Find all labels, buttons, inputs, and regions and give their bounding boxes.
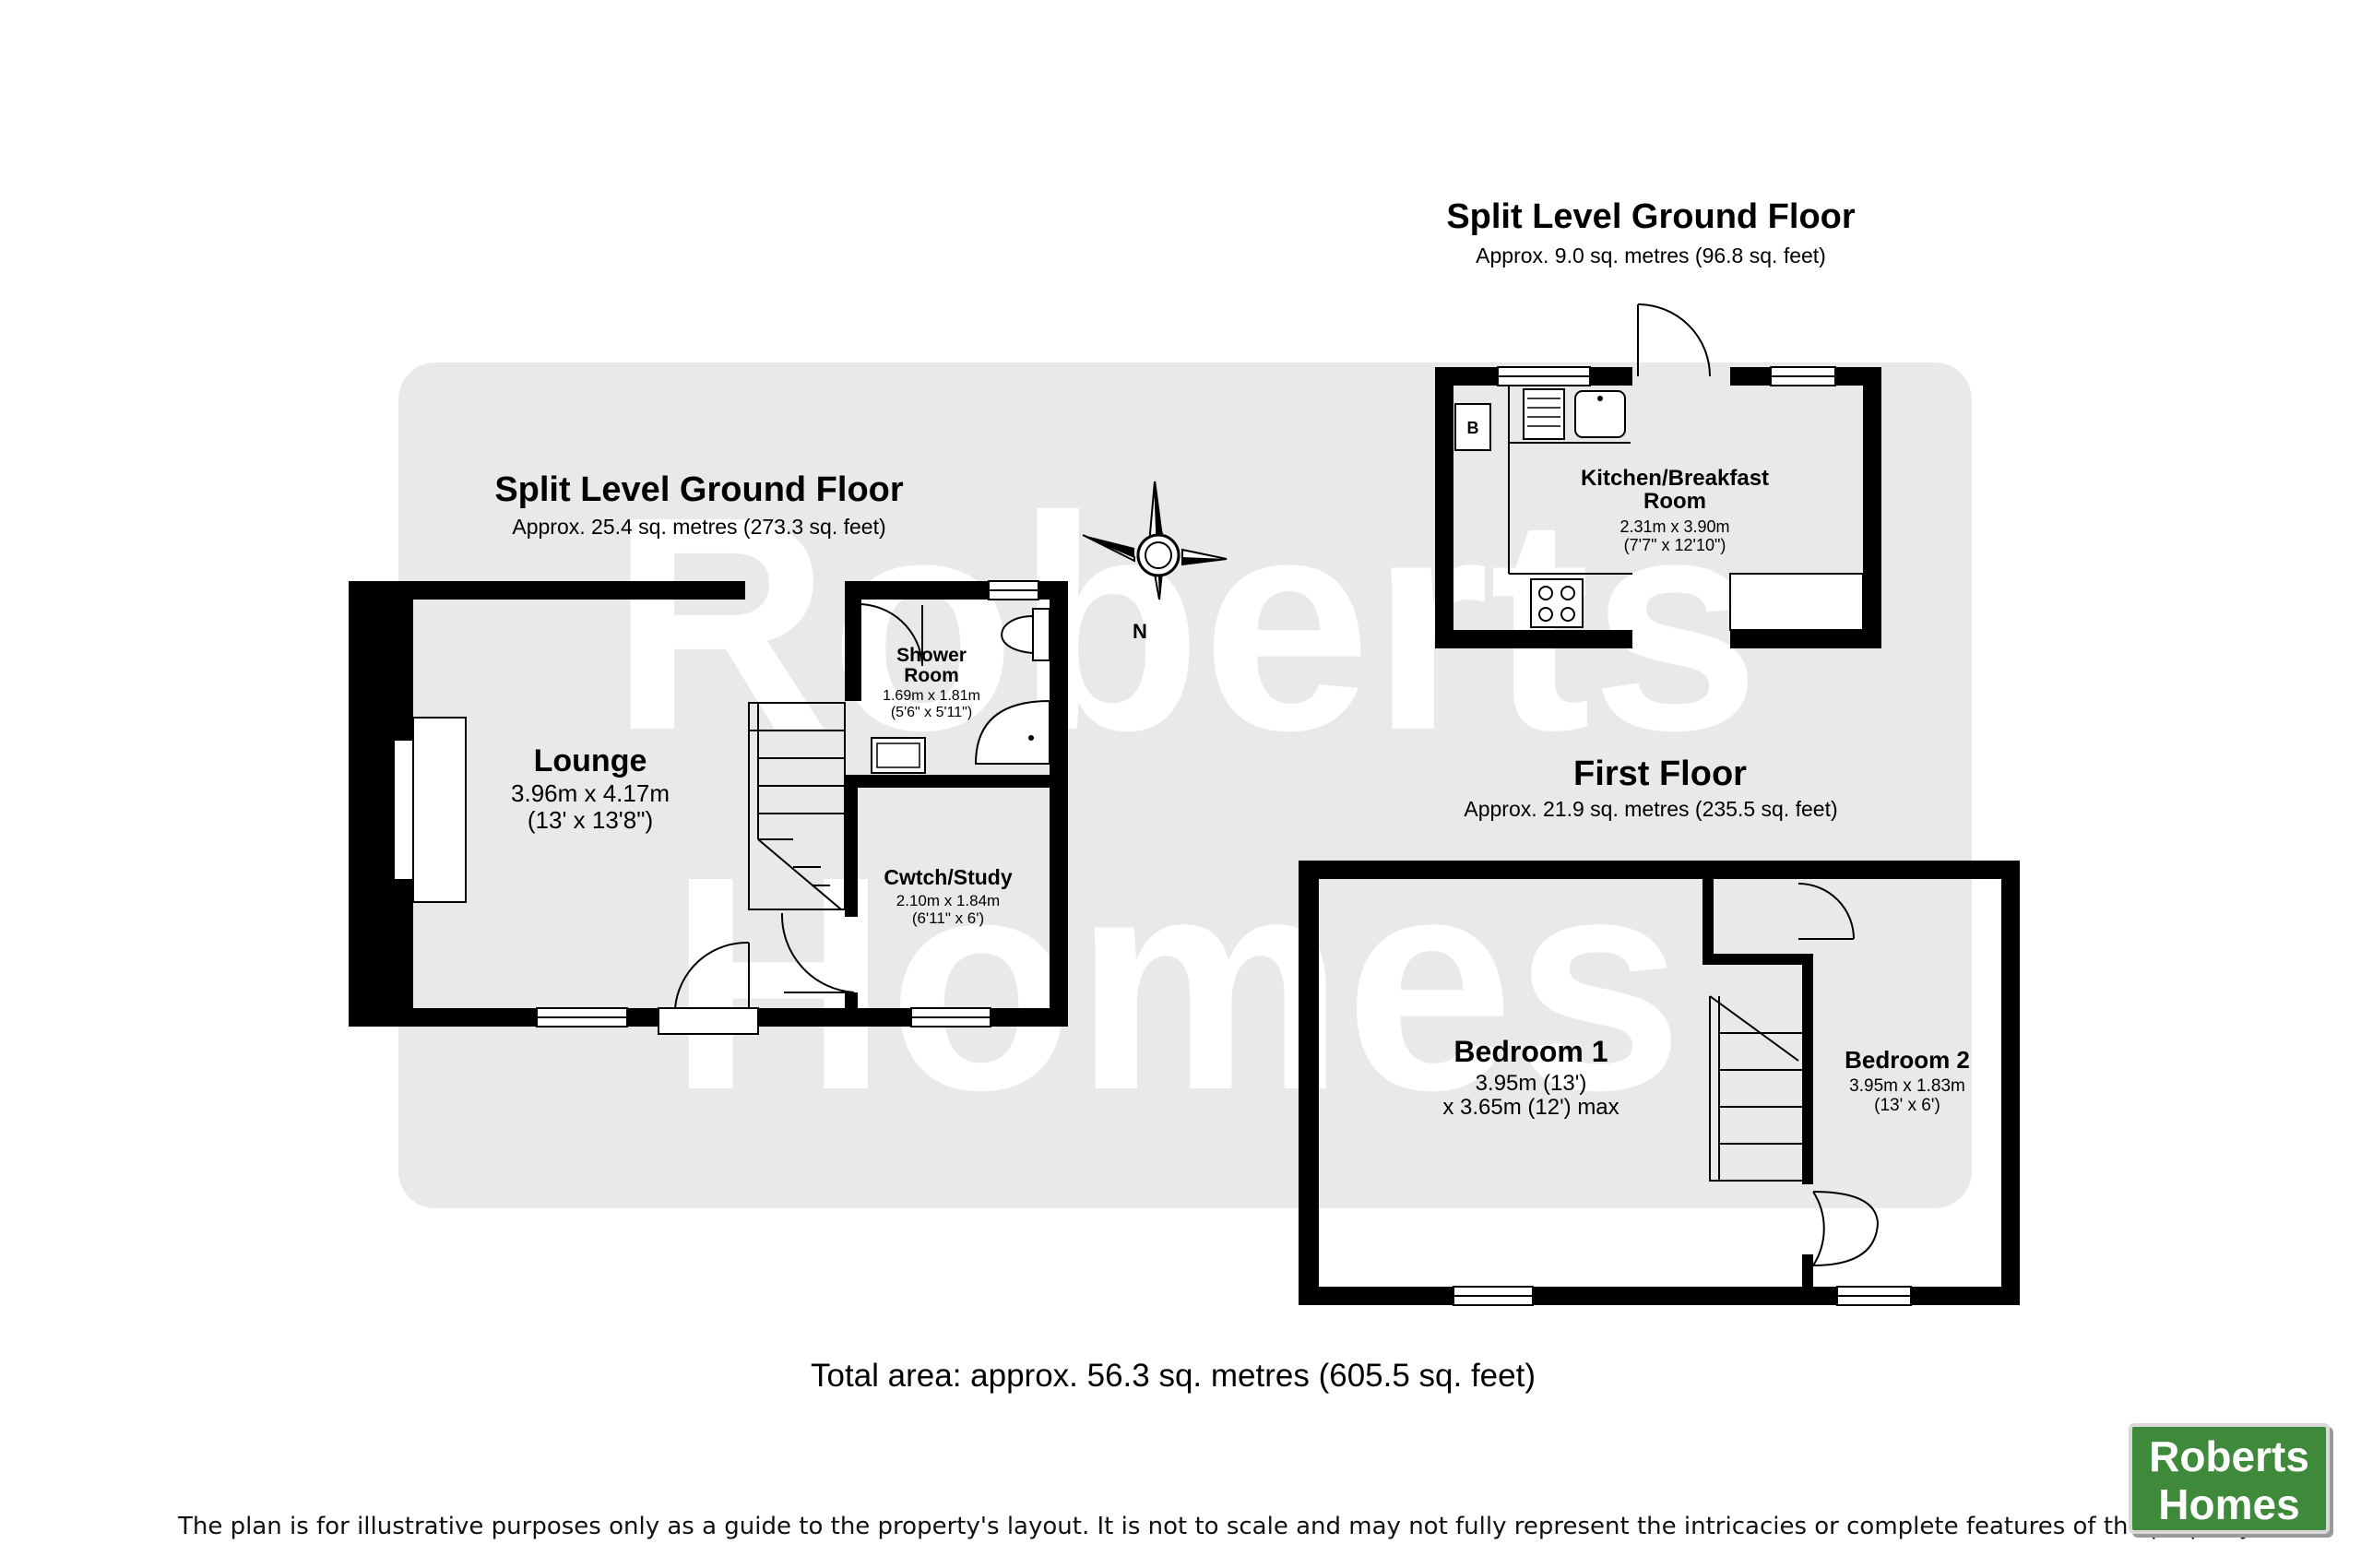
brand-logo: Roberts Homes <box>2129 1423 2330 1534</box>
wall <box>1299 861 2020 879</box>
wall <box>845 581 861 701</box>
room-dim-line: 2.10m x 1.84m <box>896 892 1001 909</box>
wall <box>1050 581 1068 1027</box>
door-swing <box>1812 1191 1880 1266</box>
door-swing <box>1812 1191 1825 1266</box>
room-dims-kitchen: 2.31m x 3.90m (7'7" x 12'10") <box>1619 517 1730 555</box>
room-name-bedroom-1: Bedroom 1 <box>1453 1035 1608 1068</box>
room-dims-lounge: 3.96m x 4.17m (13' x 13'8") <box>511 780 670 833</box>
room-dim-line: 3.96m x 4.17m <box>511 779 670 807</box>
shower-tray <box>974 699 1050 765</box>
door-swing <box>1637 303 1711 377</box>
hob <box>1530 578 1584 628</box>
floor-area: Approx. 21.9 sq. metres (235.5 sq. feet) <box>1464 797 1838 821</box>
room-dims-shower: 1.69m x 1.81m (5'6" x 5'11") <box>883 688 980 720</box>
room-name-line: Room <box>1643 489 1706 515</box>
fireplace <box>412 717 467 903</box>
counter-right <box>1729 573 1864 631</box>
wall <box>1435 367 1453 648</box>
room-name-line: Kitchen/Breakfast <box>1580 466 1770 491</box>
chimney-breast <box>395 741 413 879</box>
floor-title: First Floor <box>1573 754 1747 793</box>
room-dim-line: 1.69m x 1.81m <box>883 688 980 704</box>
room-dim-line: (6'11" x 6') <box>911 909 985 927</box>
floor-area: Approx. 9.0 sq. metres (96.8 sq. feet) <box>1476 244 1826 267</box>
door-threshold <box>658 1007 759 1035</box>
wall <box>1863 367 1881 648</box>
wall <box>1703 954 1813 965</box>
ground-floor-plan <box>349 580 1068 1035</box>
wall <box>1703 879 1714 962</box>
door-swing <box>857 602 923 665</box>
wall <box>1435 630 1632 648</box>
door-swing <box>780 912 855 993</box>
compass-label: N <box>1133 620 1147 643</box>
disclaimer: The plan is for illustrative purposes on… <box>178 1513 2258 1540</box>
stairs <box>748 702 846 910</box>
logo-line: Roberts <box>2149 1432 2309 1480</box>
sink-bowl <box>1574 390 1626 438</box>
wall <box>1802 1254 1813 1287</box>
room-name-kitchen: Kitchen/Breakfast Room <box>1580 466 1770 515</box>
room-dim-line: (13' x 13'8") <box>527 805 654 834</box>
wall <box>845 992 858 1008</box>
room-name-line: Room <box>904 665 959 687</box>
room-dim-line: 3.95m x 1.83m <box>1849 1076 1965 1096</box>
room-dim-line: 3.95m (13') <box>1475 1071 1587 1096</box>
logo-line: Homes <box>2158 1480 2300 1528</box>
toilet-cistern <box>1032 608 1050 661</box>
first-floor-plan <box>1299 861 2020 1306</box>
room-name-line: Shower <box>896 645 967 666</box>
room-dim-line: (13' x 6') <box>1874 1095 1940 1115</box>
room-name-lounge: Lounge <box>533 743 647 778</box>
door-swing <box>674 941 750 1009</box>
wall <box>845 788 858 917</box>
kitchen-plan <box>1435 303 1881 648</box>
door-swing <box>1797 883 1855 940</box>
floor-area: Approx. 25.4 sq. metres (273.3 sq. feet) <box>512 515 886 539</box>
room-name-bedroom-2: Bedroom 2 <box>1845 1046 1970 1074</box>
wall <box>2001 861 2020 1303</box>
room-name-shower: Shower Room <box>896 645 967 687</box>
wall <box>1802 954 1813 1184</box>
room-dim-line: 2.31m x 3.90m <box>1619 517 1730 536</box>
sink-drainer <box>1523 388 1565 440</box>
room-dim-line: (7'7" x 12'10") <box>1623 535 1726 554</box>
floor-title: Split Level Ground Floor <box>1446 197 1856 236</box>
boiler-label: B <box>1467 419 1479 437</box>
compass-icon <box>1082 480 1228 600</box>
total-area: Total area: approx. 56.3 sq. metres (605… <box>811 1358 1536 1394</box>
room-name-study: Cwtch/Study <box>884 865 1013 889</box>
room-dims-study: 2.10m x 1.84m (6'11" x 6') <box>896 892 1001 927</box>
toilet-bowl <box>1001 614 1034 655</box>
room-dim-line: x 3.65m (12') max <box>1442 1095 1619 1121</box>
wall <box>1299 861 1319 1303</box>
room-dims-bedroom-1: 3.95m (13') x 3.65m (12') max <box>1442 1071 1619 1121</box>
room-dim-line: (5'6" x 5'11") <box>890 704 973 720</box>
wall <box>845 775 1068 788</box>
boiler <box>1454 403 1491 451</box>
wall <box>1730 630 1881 648</box>
stairs <box>1709 995 1802 1182</box>
wall <box>349 581 745 600</box>
floor-title: Split Level Ground Floor <box>494 470 904 509</box>
room-dims-bedroom-2: 3.95m x 1.83m (13' x 6') <box>1849 1076 1965 1116</box>
